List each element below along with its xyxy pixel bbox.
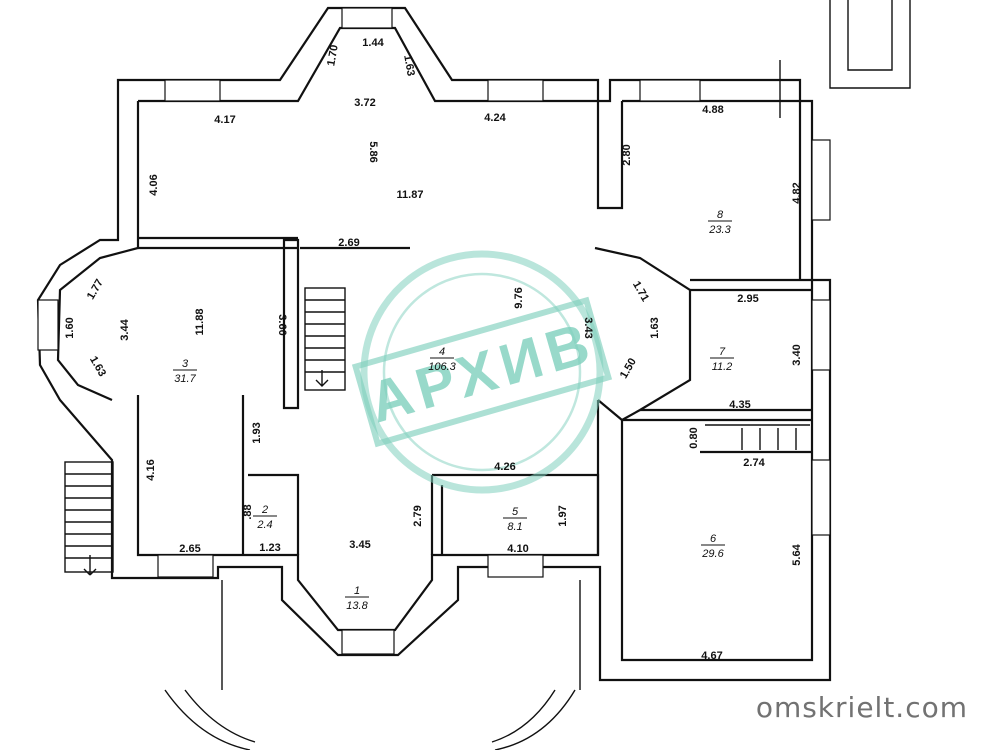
dimension-label: 9.76 xyxy=(513,287,525,308)
dimension-label: 2.80 xyxy=(621,144,633,165)
dimension-label: 4.24 xyxy=(484,112,506,124)
dimension-label: 4.06 xyxy=(148,174,160,195)
room-area: 106.3 xyxy=(428,361,456,373)
dimension-label: 1.23 xyxy=(259,542,280,554)
dimension-label: 4.67 xyxy=(701,650,722,662)
stairs xyxy=(64,287,810,576)
room-number: 2 xyxy=(261,504,268,516)
room-number: 8 xyxy=(717,209,724,221)
dimension-label: .88 xyxy=(242,504,254,519)
dimension-label: 4.17 xyxy=(214,114,235,126)
dimension-label: 4.16 xyxy=(145,459,157,480)
dimension-label: 2.69 xyxy=(338,237,359,249)
dimension-label: 1.63 xyxy=(649,317,661,338)
room-area: 8.1 xyxy=(507,521,522,533)
dimension-label: 4.35 xyxy=(729,399,750,411)
dimension-label: 3.72 xyxy=(354,97,375,109)
dimension-label: 5.86 xyxy=(367,141,379,162)
room-area: 2.4 xyxy=(256,519,272,531)
dimension-label: 3.44 xyxy=(119,318,131,340)
room-number: 1 xyxy=(354,585,360,597)
dimension-label: 1.63 xyxy=(87,354,108,379)
dimension-label: 11.87 xyxy=(397,189,424,201)
room-number: 4 xyxy=(439,346,445,358)
dimension-label: 2.65 xyxy=(179,543,200,555)
room-labels: 1 13.8 2 2.4 3 31.7 4 106.3 5 8.1 6 29.6 7 11.2 8 23.3 xyxy=(173,209,734,612)
room-number: 7 xyxy=(719,346,726,358)
interior-walls xyxy=(138,101,812,555)
room-number: 3 xyxy=(182,358,189,370)
dimension-label: 4.88 xyxy=(702,104,723,116)
room-area: 11.2 xyxy=(712,361,733,373)
dimension-label: 11.88 xyxy=(194,309,206,336)
windows xyxy=(37,7,831,655)
room-area: 13.8 xyxy=(346,600,368,612)
dimension-label: 4.10 xyxy=(507,543,528,555)
dimension-label: 0.80 xyxy=(688,427,700,448)
room-area: 31.7 xyxy=(174,373,196,385)
dimension-label: 1.77 xyxy=(85,277,106,302)
dimension-label: 1.93 xyxy=(251,422,263,443)
dimension-label: 1.71 xyxy=(630,279,651,304)
site-watermark: omskrielt.com xyxy=(755,691,968,724)
dimension-label: 3.60 xyxy=(276,314,288,335)
dimension-label: 4.82 xyxy=(791,182,803,203)
dimension-label: 2.79 xyxy=(412,505,424,526)
dimension-label: 2.95 xyxy=(737,293,758,305)
dimension-label: 3.43 xyxy=(582,317,594,338)
dimension-label: 2.74 xyxy=(743,457,765,469)
dimension-label: 1.44 xyxy=(362,37,384,49)
room-number: 6 xyxy=(710,533,717,545)
dimension-label: 1.60 xyxy=(64,317,76,338)
dimension-label: 1.97 xyxy=(557,505,569,526)
room-number: 5 xyxy=(512,506,519,518)
dimension-label: 3.40 xyxy=(791,344,803,365)
dimension-label: 1.63 xyxy=(401,54,417,77)
room-area: 29.6 xyxy=(701,548,724,560)
dimension-label: 4.26 xyxy=(494,461,515,473)
dimension-label: 5.64 xyxy=(791,543,803,565)
dimension-label: 1.50 xyxy=(618,356,639,381)
dimension-label: 1.70 xyxy=(325,44,341,67)
room-area: 23.3 xyxy=(708,224,731,236)
dimension-label: 3.45 xyxy=(349,539,370,551)
